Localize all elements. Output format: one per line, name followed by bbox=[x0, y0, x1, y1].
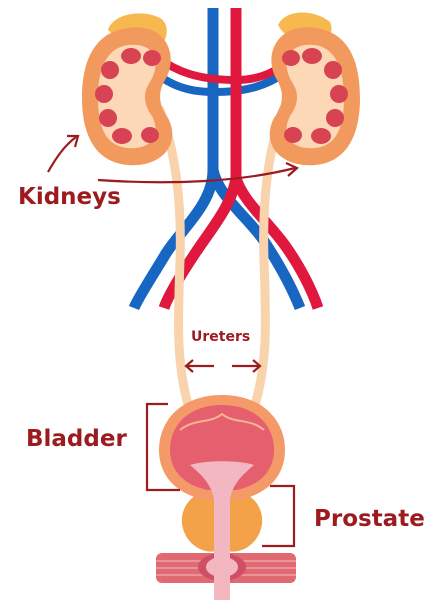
ureters bbox=[160, 110, 283, 405]
kidney-arrow-left bbox=[48, 137, 76, 172]
kidneys-label: Kidneys bbox=[18, 184, 121, 210]
prostate-label: Prostate bbox=[314, 506, 425, 532]
kidney-left bbox=[82, 13, 172, 165]
bladder-label: Bladder bbox=[26, 426, 127, 452]
artery-right-branch bbox=[236, 178, 318, 308]
ureters-label: Ureters bbox=[191, 329, 250, 345]
prostate-bracket bbox=[262, 486, 294, 546]
kidney-right bbox=[270, 13, 360, 166]
